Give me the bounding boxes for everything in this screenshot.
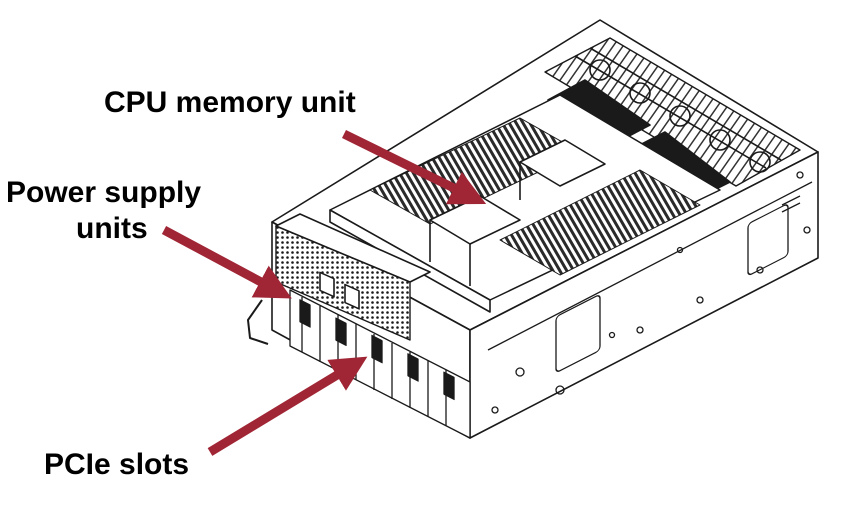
cpu-memory-unit-tray bbox=[329, 94, 721, 313]
pcie-slot-array bbox=[289, 289, 471, 439]
arrow-power-supply-units bbox=[161, 226, 292, 299]
dimm-bank-lower bbox=[499, 169, 701, 276]
label-cpu-memory-unit: CPU memory unit bbox=[104, 86, 356, 119]
callout-arrows bbox=[161, 129, 487, 456]
arrow-pcie-slots bbox=[207, 356, 368, 456]
arrow-cpu-memory-unit bbox=[342, 129, 487, 205]
power-supply-bay bbox=[275, 213, 431, 341]
front-handle bbox=[247, 299, 269, 345]
label-power-supply-line1: Power supply bbox=[6, 176, 202, 209]
chassis-drawing bbox=[247, 19, 819, 439]
label-pcie-slots: PCIe slots bbox=[44, 448, 190, 481]
label-power-supply-line2: units bbox=[76, 212, 148, 245]
cpu-socket-2 bbox=[519, 139, 606, 187]
side-panel-details bbox=[487, 171, 813, 414]
